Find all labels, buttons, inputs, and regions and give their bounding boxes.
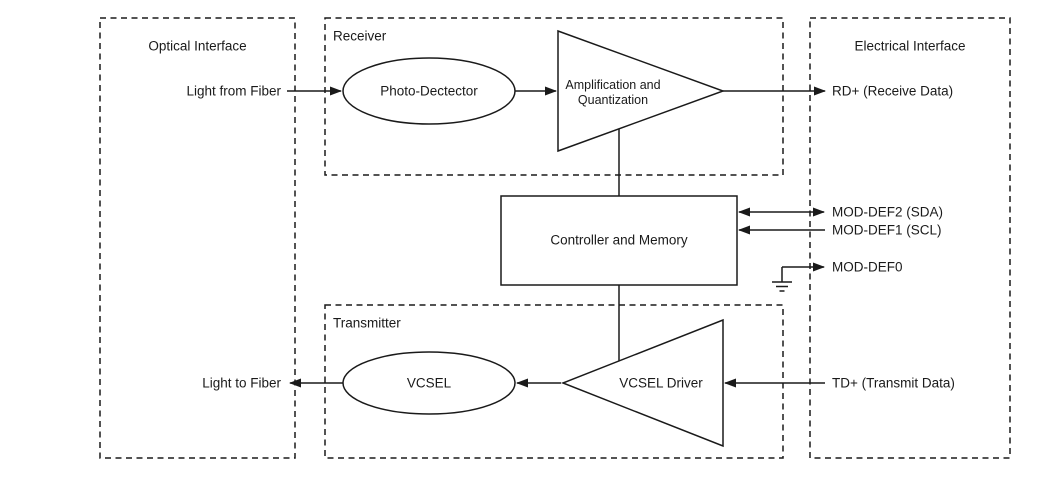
transmitter-title: Transmitter: [333, 316, 401, 331]
optical-interface-title: Optical Interface: [148, 39, 246, 54]
electrical-interface-title: Electrical Interface: [854, 39, 965, 54]
amplifier-label-line2: Quantization: [578, 93, 648, 107]
light-from-fiber-label: Light from Fiber: [186, 84, 281, 99]
mod-def1-label: MOD-DEF1 (SCL): [832, 223, 942, 238]
rd-label: RD+ (Receive Data): [832, 84, 953, 99]
amplifier-triangle: [557, 29, 726, 153]
receiver-box: [324, 17, 784, 176]
controller-memory-label: Controller and Memory: [550, 233, 688, 248]
td-label: TD+ (Transmit Data): [832, 376, 955, 391]
receiver-title: Receiver: [333, 29, 387, 44]
photo-detector-label: Photo-Dectector: [380, 84, 478, 99]
controller-memory-rect: [500, 195, 738, 286]
electrical-interface-box: [809, 17, 1011, 459]
amplifier-label-line1: Amplification and: [565, 78, 660, 92]
mod-def2-label: MOD-DEF2 (SDA): [832, 205, 943, 220]
optical-interface-box: [99, 17, 296, 459]
vcsel-label: VCSEL: [407, 376, 452, 391]
light-to-fiber-label: Light to Fiber: [202, 376, 281, 391]
mod-def0-label: MOD-DEF0: [832, 260, 903, 275]
vcsel-driver-label: VCSEL Driver: [619, 376, 703, 391]
transmitter-box: [324, 304, 784, 459]
ground-symbol-icon: [772, 281, 792, 292]
vcsel-driver-triangle: [560, 318, 724, 448]
